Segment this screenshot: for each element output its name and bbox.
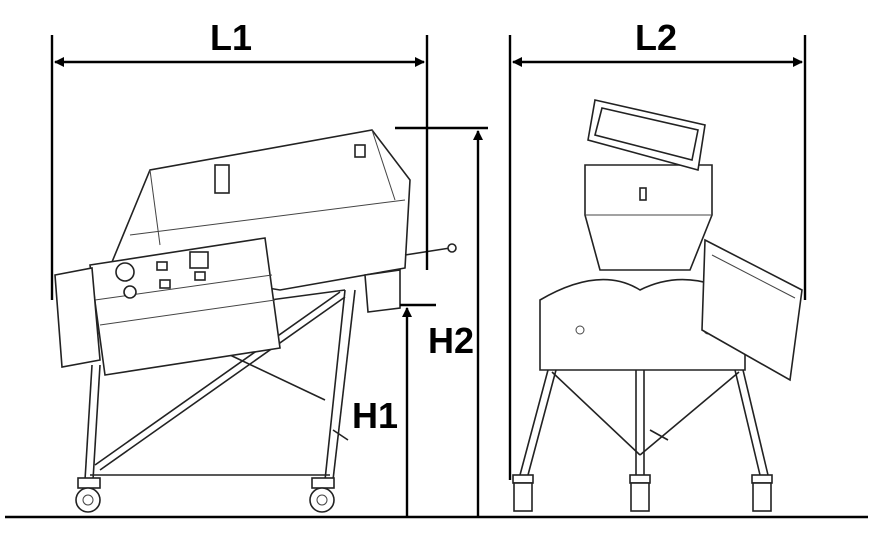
l2-label: L2 <box>635 17 678 58</box>
dimension-lines <box>50 35 807 517</box>
side-view-machine <box>54 129 457 513</box>
h2-label: H2 <box>428 320 475 361</box>
l1-label: L1 <box>210 17 253 58</box>
h1-label: H1 <box>352 395 399 436</box>
front-view-machine <box>512 99 803 512</box>
